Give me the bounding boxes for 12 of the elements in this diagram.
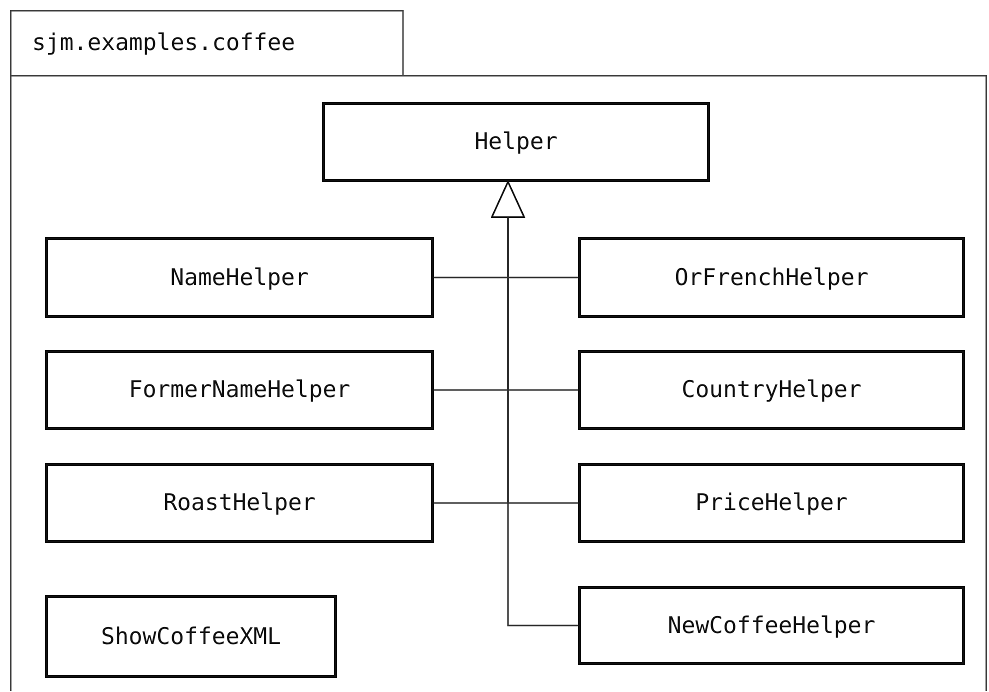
class-box: PriceHelper [578,463,965,543]
class-box: OrFrenchHelper [578,237,965,318]
class-box: Helper [322,102,710,182]
class-box: CountryHelper [578,350,965,430]
package-frame [10,10,987,691]
class-box: NameHelper [45,237,434,318]
generalization-arrow [491,181,578,626]
class-box: NewCoffeeHelper [578,586,965,665]
class-box: FormerNameHelper [45,350,434,430]
class-box: RoastHelper [45,463,434,543]
package-name: sjm.examples.coffee [32,30,296,56]
class-box: ShowCoffeeXML [45,595,337,678]
